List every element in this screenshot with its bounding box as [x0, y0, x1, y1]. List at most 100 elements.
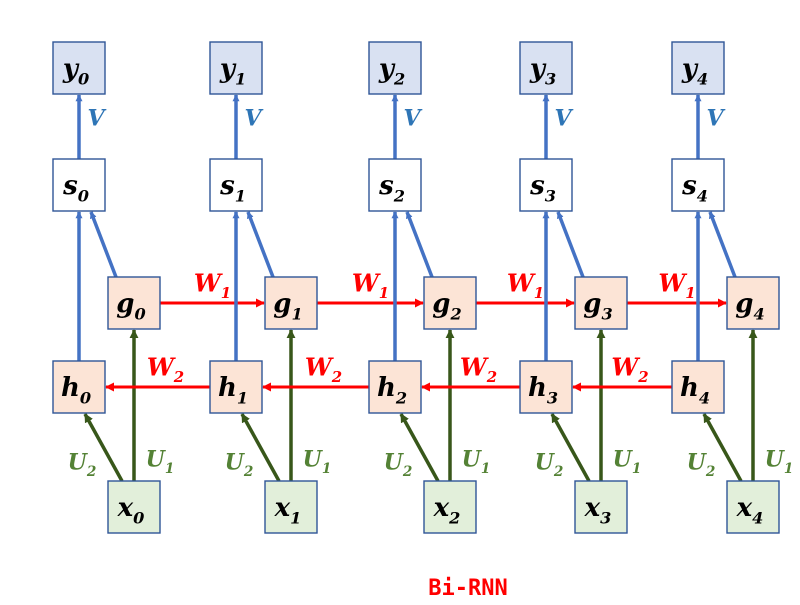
- node-y2: y2: [368, 41, 422, 95]
- label-w1-0-base: W: [194, 268, 223, 297]
- node-g1-label-subscript: 1: [291, 304, 302, 323]
- node-h3-label-subscript: 3: [547, 388, 558, 407]
- label-u1-0: U1: [146, 447, 175, 477]
- node-s0-box: [52, 158, 106, 212]
- node-y1: y1: [209, 41, 263, 95]
- label-u2-2-subscript: 2: [402, 464, 412, 480]
- label-w1-3: W1: [658, 268, 695, 302]
- node-g2-label-base: g: [432, 289, 450, 319]
- node-g0-box: [107, 276, 161, 330]
- node-g1-label: g1: [273, 289, 302, 323]
- label-v-2: V: [403, 106, 422, 132]
- node-y4-box: [671, 41, 725, 95]
- node-x4-box: [726, 480, 780, 534]
- node-h4-label-base: h: [680, 373, 699, 403]
- label-w2-1: W2: [305, 352, 342, 386]
- label-w1-0: W1: [194, 268, 231, 302]
- label-u2-3-subscript: 2: [553, 464, 563, 480]
- node-s3-label: s3: [529, 171, 556, 205]
- node-y3-label-base: y: [529, 54, 547, 84]
- node-s2: s2: [368, 158, 422, 212]
- node-s4-label: s4: [681, 171, 708, 205]
- label-u2-0-subscript: 2: [86, 464, 96, 480]
- node-h1-label-base: h: [218, 373, 237, 403]
- node-s3-label-base: s: [529, 171, 545, 201]
- node-s2-label: s2: [378, 171, 405, 205]
- arrow-x0-to-h0: [83, 413, 124, 482]
- node-x2-label-subscript: 2: [448, 508, 460, 527]
- node-s2-label-subscript: 2: [393, 186, 405, 205]
- label-w1-1-subscript: 1: [379, 284, 389, 302]
- node-x2-label: x2: [433, 493, 461, 527]
- node-g4-label: g4: [735, 289, 764, 323]
- label-w2-1-subscript: 2: [331, 368, 342, 386]
- node-h0-label-base: h: [61, 373, 80, 403]
- label-u1-0-subscript: 1: [165, 461, 174, 477]
- node-g3-label: g3: [583, 289, 612, 323]
- node-s4-label-subscript: 4: [697, 186, 708, 205]
- node-y1-box: [209, 41, 263, 95]
- node-h0-label-subscript: 0: [80, 388, 92, 407]
- node-g1-label-base: g: [273, 289, 291, 319]
- node-g4: g4: [726, 276, 780, 330]
- label-w2-2: W2: [460, 352, 497, 386]
- node-s0: s0: [52, 158, 106, 212]
- node-x0-box: [107, 480, 161, 534]
- node-g4-label-base: g: [735, 289, 753, 319]
- arrow-g0-to-s0: [89, 211, 118, 278]
- label-u2-1-base: U: [225, 450, 246, 476]
- label-w1-0-subscript: 1: [221, 284, 231, 302]
- node-h4: h4: [671, 360, 725, 414]
- arrow-g1-to-s1: [246, 211, 275, 278]
- node-s1-label-base: s: [219, 171, 235, 201]
- node-g1: g1: [264, 276, 318, 330]
- node-y0-label-base: y: [62, 54, 80, 84]
- node-y3: y3: [519, 41, 573, 95]
- label-u1-2: U1: [462, 447, 491, 477]
- label-w1-1: W1: [352, 268, 389, 302]
- label-w2-0-subscript: 2: [173, 368, 184, 386]
- node-y3-label-subscript: 3: [545, 69, 556, 88]
- arrow-x1-to-h1: [240, 413, 281, 482]
- label-u2-2-base: U: [384, 450, 405, 476]
- label-w1-2-base: W: [507, 268, 536, 297]
- node-h0-label: h0: [61, 373, 92, 407]
- node-h3-label-base: h: [528, 373, 547, 403]
- node-y0-box: [52, 41, 106, 95]
- label-u2-4-subscript: 2: [705, 464, 715, 480]
- node-g0-label-subscript: 0: [134, 304, 146, 323]
- node-x2-label-base: x: [433, 493, 450, 523]
- node-h2-label-subscript: 2: [395, 388, 407, 407]
- node-h1-label-subscript: 1: [237, 388, 248, 407]
- node-s1-box: [209, 158, 263, 212]
- node-h3: h3: [519, 360, 573, 414]
- node-x1-label-base: x: [274, 493, 291, 523]
- node-h2-label: h2: [377, 373, 407, 407]
- arrow-g3-to-s3: [556, 211, 585, 278]
- label-w2-3-base: W: [611, 352, 640, 381]
- label-v-3: V: [554, 106, 573, 132]
- node-s4: s4: [671, 158, 725, 212]
- node-s0-label-subscript: 0: [78, 186, 90, 205]
- label-u1-2-subscript: 1: [481, 461, 490, 477]
- node-y1-label-subscript: 1: [235, 69, 246, 88]
- label-v-0-base: V: [87, 106, 106, 132]
- node-y0-label: y0: [62, 54, 90, 88]
- label-u1-1-base: U: [303, 447, 324, 473]
- node-x1-label-subscript: 1: [290, 508, 301, 527]
- label-u1-4-base: U: [765, 447, 786, 473]
- node-y1-label: y1: [219, 54, 246, 88]
- node-h4-label-subscript: 4: [699, 388, 710, 407]
- node-x0-label: x0: [117, 493, 146, 527]
- node-h1-label: h1: [218, 373, 248, 407]
- label-w1-3-base: W: [658, 268, 687, 297]
- label-u2-0-base: U: [68, 450, 89, 476]
- node-x2: x2: [423, 480, 477, 534]
- label-w2-0: W2: [147, 352, 184, 386]
- node-g1-box: [264, 276, 318, 330]
- label-w2-3: W2: [611, 352, 648, 386]
- node-h0-box: [52, 360, 106, 414]
- node-x0: x0: [107, 480, 161, 534]
- node-x3-label: x3: [584, 493, 612, 527]
